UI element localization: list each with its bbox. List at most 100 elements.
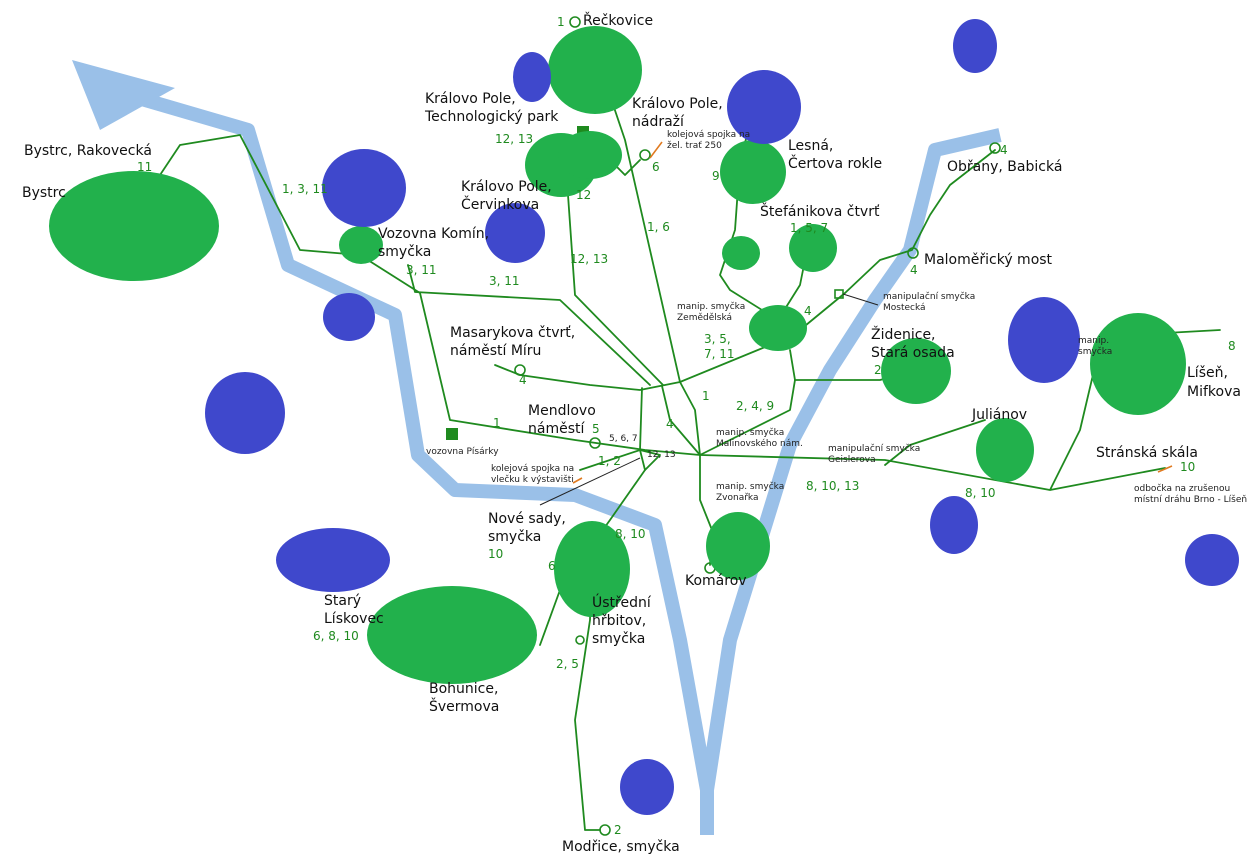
line-label: 6 <box>548 559 556 573</box>
spur-vystaviste-line <box>572 477 583 484</box>
stop-reckovice: Řečkovice <box>583 12 653 29</box>
line-label: 5 <box>592 422 600 436</box>
blue-marker-9 <box>930 496 978 554</box>
green-marker-stefanikova-b <box>789 224 837 272</box>
line-label: 8, 10 <box>615 527 646 541</box>
line-label-small: 12, 13 <box>647 450 676 460</box>
stop-stary-liskovec-1: Starý <box>324 593 361 609</box>
stop-kp-cerv-1: Královo Pole, <box>461 179 552 195</box>
stop-nove-sady-2: smyčka <box>488 529 541 545</box>
stop-modrice: Modřice, smyčka <box>562 839 680 855</box>
line-label: 4 <box>666 417 674 431</box>
stop-ustredni-1: Ústřední <box>592 593 652 611</box>
stop-lesna-2: Čertova rokle <box>788 154 882 172</box>
stop-nove-sady-1: Nové sady, <box>488 511 566 527</box>
note-manip-mal-1: manip. smyčka <box>716 427 784 438</box>
line-number-labels: 1 12, 13 6 9 11 1, 3, 11 12 1, 6 1, 5, 7… <box>137 15 1236 837</box>
green-marker-ustredni <box>554 521 630 617</box>
blue-marker-12 <box>620 759 674 815</box>
loop-mendlovo <box>589 437 601 449</box>
note-manip-lisen-1: manip. <box>1078 336 1109 346</box>
green-marker-lisen <box>1090 313 1186 415</box>
line-label: 6, 8, 10 <box>313 629 359 643</box>
stop-bohunice-2: Švermova <box>429 697 499 715</box>
green-marker-bystrc <box>49 171 219 281</box>
line-label: 8 <box>1228 339 1236 353</box>
line-label: 1, 6 <box>647 220 670 234</box>
note-manip-zvon-2: Zvonařka <box>716 493 759 503</box>
stop-stary-liskovec-2: Lískovec <box>324 611 384 627</box>
line-label: 9 <box>712 169 720 183</box>
loop-kp-nadrazi <box>639 149 651 161</box>
spur-lines <box>539 141 1173 506</box>
stop-kp-cerv-2: Červinkova <box>461 195 539 213</box>
green-marker-liskovec <box>367 586 537 684</box>
line-label: 11 <box>137 160 152 174</box>
stop-stefanikova: Štefánikova čtvrť <box>760 202 880 220</box>
stop-masarykova-2: náměstí Míru <box>450 343 541 359</box>
line-label: 2, 5 <box>556 657 579 671</box>
tram-tracks <box>159 27 1221 831</box>
stop-kp-tp-1: Královo Pole, <box>425 91 516 107</box>
spur-lisen-line <box>1157 465 1173 473</box>
green-marker-komin <box>339 226 383 264</box>
stop-kp-nadr-1: Královo Pole, <box>632 96 723 112</box>
stop-stranska: Stránská skála <box>1096 445 1198 461</box>
stop-julianov: Juliánov <box>971 407 1027 423</box>
stop-kp-tp-2: Technologický park <box>424 109 559 125</box>
green-marker-stefanikova-a <box>722 236 760 270</box>
note-spojka-vys-2: vlečku k výstavišti <box>491 474 574 485</box>
line-label: 4 <box>910 263 918 277</box>
blue-markers <box>205 19 1239 815</box>
track-komin <box>407 264 651 386</box>
note-odbocka-1: odbočka na zrušenou <box>1134 483 1230 494</box>
spur-250-line <box>649 141 663 159</box>
line-label: 8, 10, 13 <box>806 479 859 493</box>
track-masarykova <box>494 364 681 391</box>
stop-bystrc: Bystrc <box>22 185 66 201</box>
line-label: 10 <box>1180 460 1195 474</box>
stop-labels: Řečkovice Královo Pole, Technologický pa… <box>22 12 1241 855</box>
pointer-nove-sady <box>539 457 641 506</box>
note-vozovna-pisarky: vozovna Písárky <box>426 447 499 457</box>
line-label: 12, 13 <box>495 132 533 146</box>
line-label-small: 5, 6, 7 <box>609 434 638 444</box>
stop-mendlovo-1: Mendlovo <box>528 403 596 419</box>
line-label: 12, 13 <box>570 252 608 266</box>
green-marker-julianov <box>976 418 1034 482</box>
line-label: 4 <box>519 373 527 387</box>
green-marker-zemedelska <box>749 305 807 351</box>
line-label: 4 <box>1000 143 1008 157</box>
loop-obrany <box>989 142 1001 154</box>
stop-bystrc-rakovecka: Bystrc, Rakovecká <box>24 143 152 159</box>
stop-vozovna-komin-1: Vozovna Komín, <box>378 226 489 242</box>
blue-marker-8 <box>1008 297 1080 383</box>
note-manip-zem-1: manip. smyčka <box>677 301 745 312</box>
stop-lisen-2: Mifkova <box>1187 384 1241 400</box>
note-spojka-250-2: žel. trať 250 <box>667 141 722 151</box>
note-manip-zem-2: Zemědělská <box>677 313 732 323</box>
line-label: 2 <box>614 823 622 837</box>
stop-bohunice-1: Bohunice, <box>429 681 498 697</box>
line-label: 7, 11 <box>704 347 735 361</box>
stop-ustredni-2: hřbitov, <box>592 613 646 629</box>
blue-marker-4 <box>322 149 406 227</box>
blue-marker-3 <box>953 19 997 73</box>
loop-masarykova <box>514 364 526 376</box>
blue-marker-10 <box>1185 534 1239 586</box>
blue-marker-7 <box>205 372 285 454</box>
line-label: 1, 5, 7 <box>790 221 828 235</box>
depot-pisarky-marker <box>446 428 458 440</box>
line-label: 6 <box>652 160 660 174</box>
line-label: 2, 4, 9 <box>736 399 774 413</box>
loop-reckovice <box>569 16 581 28</box>
blue-marker-11 <box>276 528 390 592</box>
green-marker-kp-tp-2 <box>558 131 622 179</box>
blue-marker-2 <box>727 70 801 144</box>
note-spojka-vys-1: kolejová spojka na <box>491 464 574 474</box>
green-markers <box>49 26 1186 684</box>
stop-obrany: Obřany, Babická <box>947 159 1062 175</box>
stop-malomerice: Maloměřický most <box>924 252 1053 268</box>
line-label: 10 <box>488 547 503 561</box>
note-manip-most-1: manipulační smyčka <box>883 291 975 302</box>
